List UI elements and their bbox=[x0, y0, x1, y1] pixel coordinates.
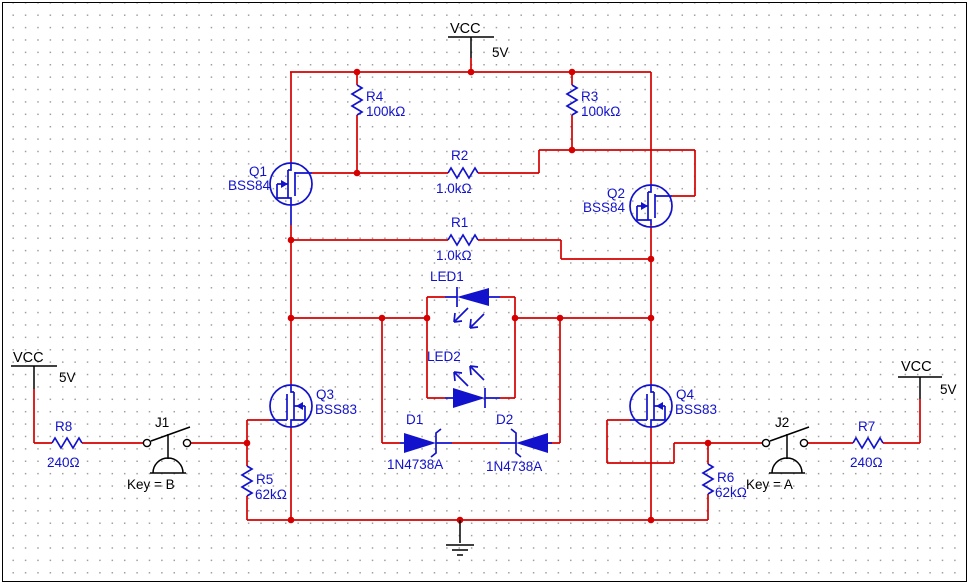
switch-contact[interactable] bbox=[761, 438, 771, 448]
resistor-body[interactable] bbox=[447, 233, 479, 247]
led-emission-arrows bbox=[453, 365, 485, 387]
r6-value-label: 62kΩ bbox=[715, 485, 747, 500]
resistor-body[interactable] bbox=[447, 166, 479, 180]
vcc-right-voltage: 5V bbox=[940, 382, 957, 397]
vcc-bar bbox=[11, 365, 57, 389]
r2-value-label: 1.0kΩ bbox=[436, 181, 472, 196]
vcc-top-voltage: 5V bbox=[492, 45, 509, 60]
vcc-bar bbox=[448, 36, 494, 58]
resistor-r6[interactable]: R6 62kΩ bbox=[701, 463, 747, 500]
resistor-r4[interactable]: R4 100kΩ bbox=[350, 84, 405, 119]
switch-contact[interactable] bbox=[142, 438, 152, 448]
resistor-r3[interactable]: R3 100kΩ bbox=[565, 84, 620, 119]
transistor-q1[interactable]: Q1 BSS84 bbox=[228, 162, 313, 225]
power-vcc-right[interactable]: VCC 5V bbox=[898, 359, 957, 399]
q3-part-label: BSS83 bbox=[315, 402, 357, 417]
vcc-left-voltage: 5V bbox=[59, 370, 76, 385]
switch-contact[interactable] bbox=[182, 438, 192, 448]
r4-value-label: 100kΩ bbox=[366, 104, 405, 119]
r2-ref-label: R2 bbox=[451, 148, 468, 163]
resistor-body[interactable] bbox=[852, 436, 884, 450]
r1-value-label: 1.0kΩ bbox=[436, 248, 472, 263]
led2-ref-label: LED2 bbox=[427, 349, 461, 364]
resistor-body[interactable] bbox=[565, 84, 579, 116]
r6-ref-label: R6 bbox=[717, 470, 734, 485]
r1-ref-label: R1 bbox=[451, 215, 468, 230]
d1-part-label: 1N4738A bbox=[387, 457, 443, 472]
zener-d1[interactable]: D1 1N4738A bbox=[387, 412, 452, 472]
r7-ref-label: R7 bbox=[858, 419, 875, 434]
resistor-body[interactable] bbox=[240, 465, 254, 497]
vcc-bar bbox=[898, 376, 942, 399]
zener-d2[interactable]: D2 1N4738A bbox=[486, 412, 552, 474]
d1-ref-label: D1 bbox=[406, 412, 423, 427]
transistor-q2[interactable]: Q2 BSS84 bbox=[583, 184, 673, 228]
r3-ref-label: R3 bbox=[581, 89, 598, 104]
vcc-top-label: VCC bbox=[450, 21, 481, 37]
r5-ref-label: R5 bbox=[256, 472, 273, 487]
transistor-q4[interactable]: Q4 BSS83 bbox=[629, 384, 717, 428]
junction-dots bbox=[243, 68, 712, 524]
d2-ref-label: D2 bbox=[496, 412, 513, 427]
q1-part-label: BSS84 bbox=[228, 178, 271, 193]
switch-j2[interactable]: J2 Key = A bbox=[746, 415, 810, 492]
r8-value-label: 240Ω bbox=[47, 455, 80, 470]
resistor-r8[interactable]: R8 240Ω bbox=[47, 419, 83, 470]
q1-ref-label: Q1 bbox=[249, 164, 267, 179]
led-emission-arrows bbox=[453, 307, 485, 329]
r8-ref-label: R8 bbox=[55, 419, 72, 434]
q4-part-label: BSS83 bbox=[675, 402, 717, 417]
r3-value-label: 100kΩ bbox=[581, 104, 620, 119]
vcc-left-label: VCC bbox=[13, 350, 44, 366]
j1-ref-label: J1 bbox=[155, 415, 169, 430]
transistor-q3[interactable]: Q3 BSS83 bbox=[269, 384, 357, 428]
q2-ref-label: Q2 bbox=[607, 186, 625, 201]
d2-part-label: 1N4738A bbox=[486, 459, 542, 474]
led-led1[interactable]: LED1 bbox=[430, 269, 500, 329]
q2-part-label: BSS84 bbox=[583, 200, 626, 215]
r7-value-label: 240Ω bbox=[850, 455, 883, 470]
q4-ref-label: Q4 bbox=[676, 387, 695, 402]
resistor-body[interactable] bbox=[51, 436, 83, 450]
j1-key-label: Key = B bbox=[127, 477, 175, 492]
resistor-r5[interactable]: R5 62kΩ bbox=[240, 465, 287, 502]
r5-value-label: 62kΩ bbox=[255, 487, 287, 502]
resistor-r1[interactable]: R1 1.0kΩ bbox=[436, 215, 479, 263]
power-vcc-top[interactable]: VCC 5V bbox=[448, 21, 509, 60]
resistor-body[interactable] bbox=[701, 463, 715, 495]
switch-contact[interactable] bbox=[799, 438, 809, 448]
led-led2[interactable]: LED2 bbox=[427, 349, 500, 408]
vcc-right-label: VCC bbox=[901, 359, 932, 375]
j2-ref-label: J2 bbox=[775, 415, 789, 430]
led1-ref-label: LED1 bbox=[430, 269, 464, 284]
resistor-r2[interactable]: R2 1.0kΩ bbox=[436, 148, 479, 196]
switch-j1[interactable]: J1 Key = B bbox=[127, 415, 192, 492]
q3-ref-label: Q3 bbox=[316, 387, 334, 402]
r4-ref-label: R4 bbox=[366, 89, 384, 104]
resistor-body[interactable] bbox=[350, 84, 364, 116]
j2-key-label: Key = A bbox=[746, 477, 793, 492]
wire-network[interactable] bbox=[33, 58, 921, 524]
ground-symbol[interactable] bbox=[446, 520, 474, 556]
power-vcc-left[interactable]: VCC 5V bbox=[11, 350, 76, 389]
resistor-r7[interactable]: R7 240Ω bbox=[850, 419, 884, 470]
